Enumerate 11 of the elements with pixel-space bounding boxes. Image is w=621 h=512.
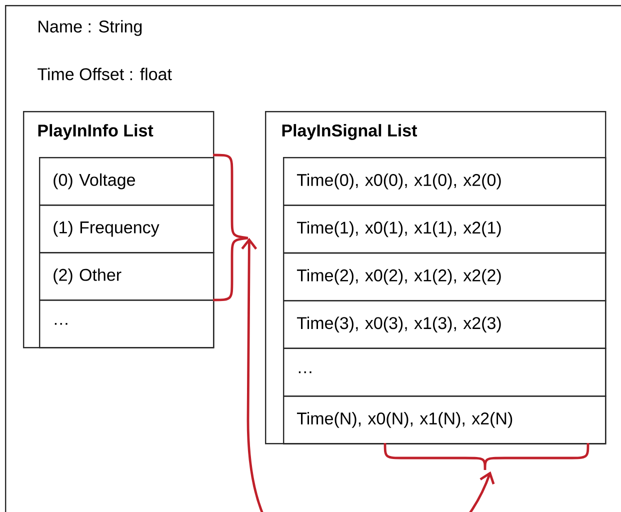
list-row: Time(1), x0(1), x1(1), x2(1) — [283, 204, 606, 254]
list-row: (0) Voltage — [39, 157, 214, 206]
arrow — [241, 238, 495, 512]
list-row: Time(3), x0(3), x1(3), x2(3) — [283, 300, 606, 349]
list-row: (2) Other — [39, 252, 214, 301]
list-row: … — [283, 348, 606, 397]
list-row: Time(N), x0(N), x1(N), x2(N) — [283, 396, 606, 444]
list-row: Time(0), x0(0), x1(0), x2(0) — [283, 157, 606, 206]
list-row: Time(2), x0(2), x1(2), x2(2) — [283, 252, 606, 302]
list-row: (1) Frequency — [39, 204, 214, 254]
list-row: … — [39, 300, 214, 348]
